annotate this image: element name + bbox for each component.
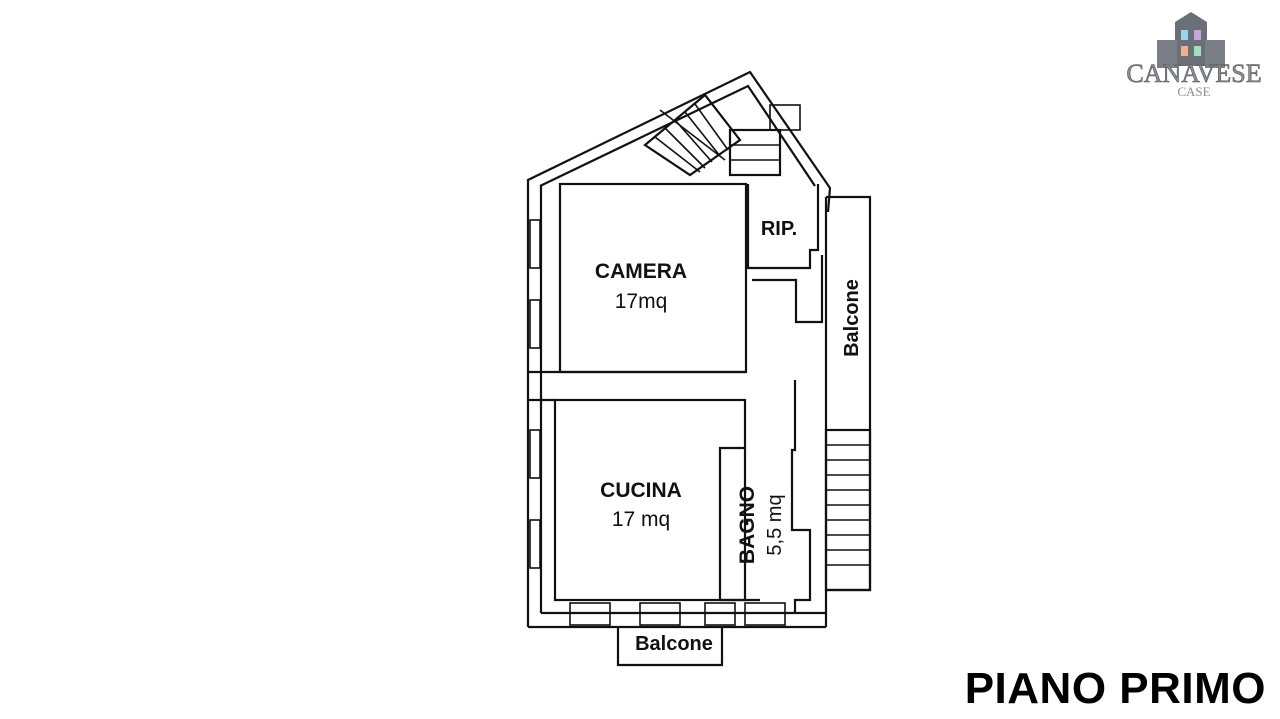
- camera-area: 17mq: [615, 290, 668, 313]
- cucina-label: CUCINA: [600, 479, 682, 502]
- staircase-top: [643, 93, 801, 177]
- logo-subtext: CASE: [1177, 84, 1210, 99]
- floor-title: PIANO PRIMO: [964, 664, 1266, 713]
- walls: [526, 70, 872, 667]
- camera-label: CAMERA: [595, 260, 687, 283]
- logo-text: CANAVESE: [1126, 59, 1261, 88]
- balcone-right-label: Balcone: [841, 279, 863, 357]
- bagno-area: 5,5 mq: [764, 494, 786, 555]
- logo: CANAVESE CASE: [1126, 12, 1262, 99]
- cucina-area: 17 mq: [612, 508, 670, 531]
- rip-label: RIP.: [761, 218, 797, 240]
- balcone-bottom-label: Balcone: [635, 633, 713, 655]
- bagno-label: BAGNO: [736, 486, 759, 564]
- staircase-right: [824, 428, 872, 592]
